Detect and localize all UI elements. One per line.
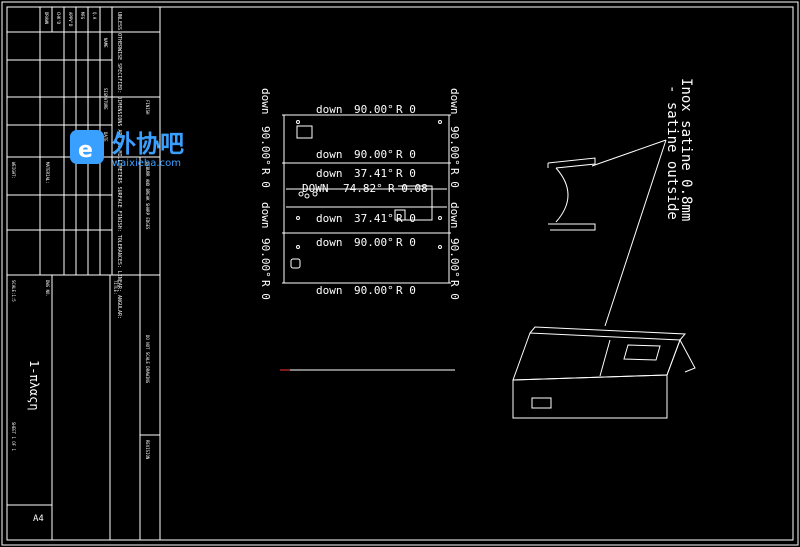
bend-label-5-dir: down: [316, 212, 343, 225]
drawn-label: DRAWN: [44, 12, 49, 25]
date-label: DATE: [103, 132, 108, 142]
part-name: 1-πλαςη: [27, 360, 41, 411]
side-left-mid-r: R 0: [259, 280, 272, 300]
sheet-label: SHEET 1 OF 1: [11, 422, 16, 451]
bend-label-4-r: R 0.08: [388, 182, 428, 195]
annotation-line1: Inox satine 0.8mm: [678, 78, 694, 221]
weight-label: WEIGHT:: [11, 162, 16, 179]
title-label: TITLE:: [113, 280, 118, 294]
side-right-mid-angle: 90.00°: [448, 238, 461, 278]
bend-label-1-r: R 0: [396, 103, 416, 116]
bend-label-3-dir: down: [316, 167, 343, 180]
bend-label-1-dir: down: [316, 103, 343, 116]
side-right-top-dir: down: [448, 88, 461, 115]
watermark-logo-icon: [70, 130, 104, 164]
chkd-label: CHK'D: [56, 12, 61, 25]
cutout-square: [296, 125, 313, 139]
svg-text:e: e: [78, 138, 93, 163]
iso-cutout: [531, 397, 552, 409]
size-label: A4: [33, 514, 44, 524]
bend-label-4-dir: DOWN: [302, 182, 329, 195]
dwg-no-label: DWG NO.: [45, 280, 50, 297]
revision-label: REVISION: [145, 440, 150, 460]
side-bend-labels: down 90.00° R 0 down 90.00° R 0 down 90.…: [259, 88, 461, 300]
bend-label-3-r: R 0: [396, 167, 416, 180]
title-block: [7, 7, 161, 540]
iso-panel-cutout: [623, 344, 661, 361]
scale-label: SCALE:1:5: [11, 280, 16, 302]
bend-label-4-angle: 74.82°: [343, 182, 383, 195]
cutout-small: [290, 258, 301, 269]
bend-label-5-angle: 37.41°: [354, 212, 394, 225]
side-right-mid-r: R 0: [448, 280, 461, 300]
appvd-label: APPV'D: [68, 12, 73, 27]
watermark: e 外协吧 waixieba.com: [70, 130, 184, 169]
finish-label: FINISH: [145, 100, 150, 115]
watermark-url: waixieba.com: [112, 158, 181, 169]
mfg-label: MFG: [80, 12, 85, 20]
signature-label: SIGNATURE: [103, 88, 108, 110]
leader-lines: [591, 139, 667, 327]
flat-pattern: [282, 114, 451, 284]
material-annotation: Inox satine 0.8mm - satine outside: [664, 78, 694, 221]
bend-label-6-r: R 0: [396, 236, 416, 249]
side-left-top-dir: down: [259, 88, 272, 115]
watermark-brand: 外协吧: [112, 130, 184, 158]
bend-label-3-angle: 37.41°: [354, 167, 394, 180]
material-label: MATERIAL:: [45, 162, 50, 184]
isometric-view: [512, 326, 696, 419]
side-right-top-r: R 0: [448, 168, 461, 188]
title-block-text: UNLESS OTHERWISE SPECIFIED: DIMENSIONS A…: [11, 12, 150, 524]
bend-labels: down 90.00° R 0 down 90.00° R 0 down 37.…: [302, 103, 428, 297]
dont-scale-label: DO NOT SCALE DRAWING: [145, 335, 150, 384]
notes-text: UNLESS OTHERWISE SPECIFIED: DIMENSIONS A…: [116, 12, 122, 319]
bend-label-2-dir: down: [316, 148, 343, 161]
bend-label-7-r: R 0: [396, 284, 416, 297]
bend-label-5-r: R 0: [396, 212, 416, 225]
bend-label-2-angle: 90.00°: [354, 148, 394, 161]
qa-label: Q.A: [92, 12, 97, 20]
bend-label-7-dir: down: [316, 284, 343, 297]
side-right-top-angle: 90.00°: [448, 126, 461, 166]
bend-label-2-r: R 0: [396, 148, 416, 161]
side-left-mid-dir: down: [259, 202, 272, 229]
annotation-line2: - satine outside: [664, 85, 680, 220]
bend-label-7-angle: 90.00°: [354, 284, 394, 297]
bend-label-1-angle: 90.00°: [354, 103, 394, 116]
side-right-mid-dir: down: [448, 202, 461, 229]
side-left-top-r: R 0: [259, 168, 272, 188]
name-label: NAME: [103, 38, 108, 48]
side-left-top-angle: 90.00°: [259, 126, 272, 166]
bend-label-6-angle: 90.00°: [354, 236, 394, 249]
side-left-mid-angle: 90.00°: [259, 238, 272, 278]
inner-border: [6, 6, 794, 541]
profile-view: [547, 157, 596, 231]
bend-label-6-dir: down: [316, 236, 343, 249]
deburr-label: DEBURR AND BREAK SHARP EDGES: [145, 162, 150, 230]
